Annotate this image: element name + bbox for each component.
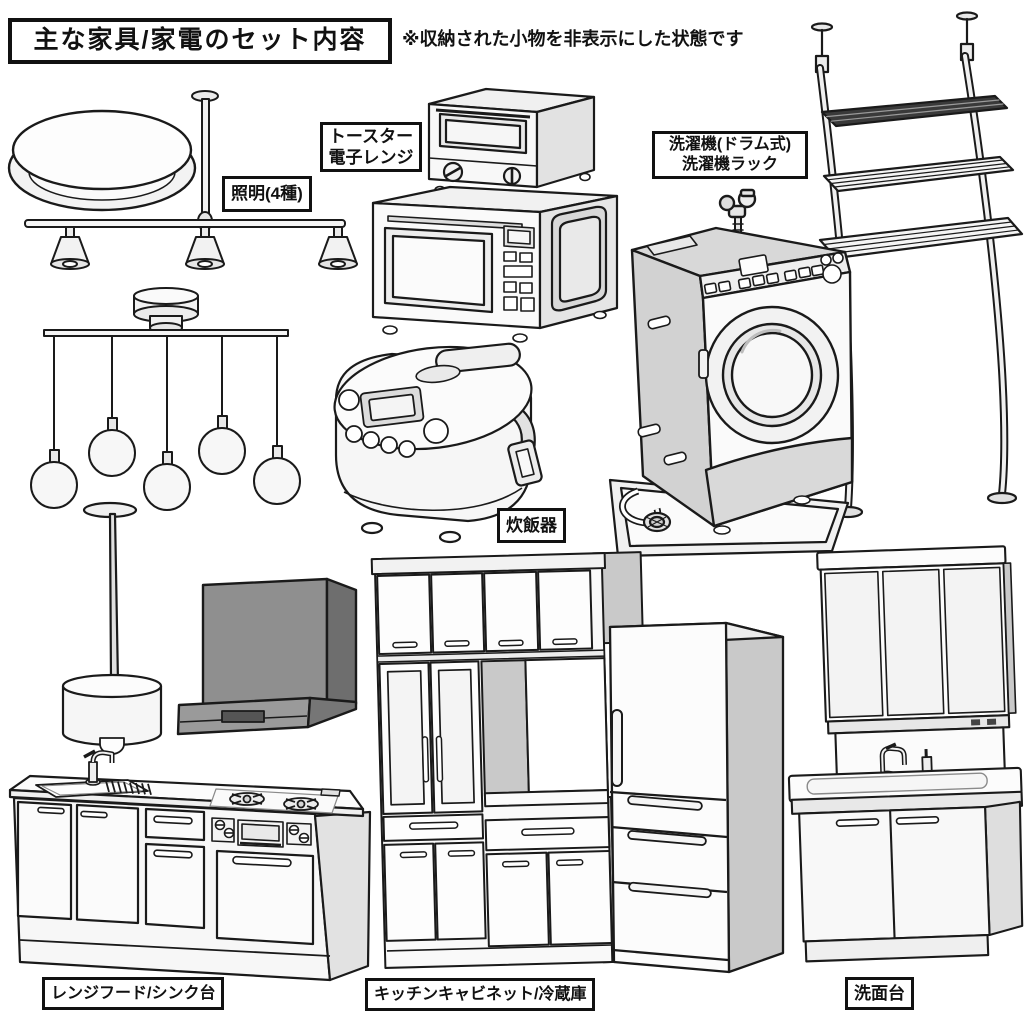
label-toaster-line2: 電子レンジ xyxy=(328,148,414,167)
washstand-illustration xyxy=(787,545,1024,963)
toaster-oven-illustration xyxy=(427,87,596,201)
bar-pendant-3-lights-illustration xyxy=(24,90,358,270)
label-kitchen-cabinet-fridge: キッチンキャビネット/冷蔵庫 xyxy=(365,978,596,1011)
pendant-cone xyxy=(318,226,358,270)
label-lighting-text: 照明(4種) xyxy=(231,184,303,204)
kitchen-cabinet-illustration xyxy=(370,551,644,969)
single-pendant-light-illustration xyxy=(61,501,163,755)
ceiling-light-illustration xyxy=(7,109,197,212)
laundry-rack-illustration xyxy=(810,11,1024,519)
microwave-door xyxy=(383,226,494,314)
microwave-oven-illustration xyxy=(371,185,619,343)
globe-pendant-5-lights-illustration xyxy=(30,287,301,511)
sink-counter-illustration xyxy=(8,749,372,982)
rice-cooker-controls xyxy=(338,386,449,458)
rice-cooker-illustration xyxy=(333,342,543,544)
label-washing-machine: 洗濯機(ドラム式) 洗濯機ラック xyxy=(652,131,808,179)
label-rice-cooker: 炊飯器 xyxy=(497,508,566,543)
label-kitchen-cabinet-fridge-text: キッチンキャビネット/冷蔵庫 xyxy=(374,985,587,1003)
label-washer-line1: 洗濯機(ドラム式) xyxy=(668,136,792,153)
label-toaster-microwave: トースター 電子レンジ xyxy=(320,122,422,172)
sink-faucet xyxy=(83,749,115,786)
washer-faucet xyxy=(718,188,757,244)
label-toaster-line1: トースター xyxy=(328,126,414,146)
washer-control-panel xyxy=(703,252,844,295)
pendant-cone xyxy=(50,226,90,270)
stove-burners xyxy=(209,788,341,814)
label-washstand: 洗面台 xyxy=(845,977,914,1010)
page-title: 主な家具/家電のセット内容 xyxy=(8,18,392,64)
note-text: ※収納された小物を非表示にした状態です xyxy=(402,29,744,49)
label-lighting: 照明(4種) xyxy=(222,176,312,212)
label-range-hood-sink-text: レンジフード/シンク台 xyxy=(51,984,216,1002)
page-title-text: 主な家具/家電のセット内容 xyxy=(33,26,367,55)
pendant-cone xyxy=(185,226,225,270)
label-rice-cooker-text: 炊飯器 xyxy=(506,515,557,535)
label-washer-line2: 洗濯機ラック xyxy=(681,156,778,173)
range-hood-illustration xyxy=(176,577,358,736)
label-washstand-text: 洗面台 xyxy=(854,983,905,1003)
label-range-hood-sink: レンジフード/シンク台 xyxy=(42,977,225,1010)
stove-controls xyxy=(211,817,312,848)
refrigerator-illustration xyxy=(608,621,785,974)
fridge-door-handle xyxy=(611,709,623,787)
washer-door xyxy=(698,305,840,445)
microwave-control-panel xyxy=(503,225,535,312)
washing-machine-illustration xyxy=(630,188,854,535)
